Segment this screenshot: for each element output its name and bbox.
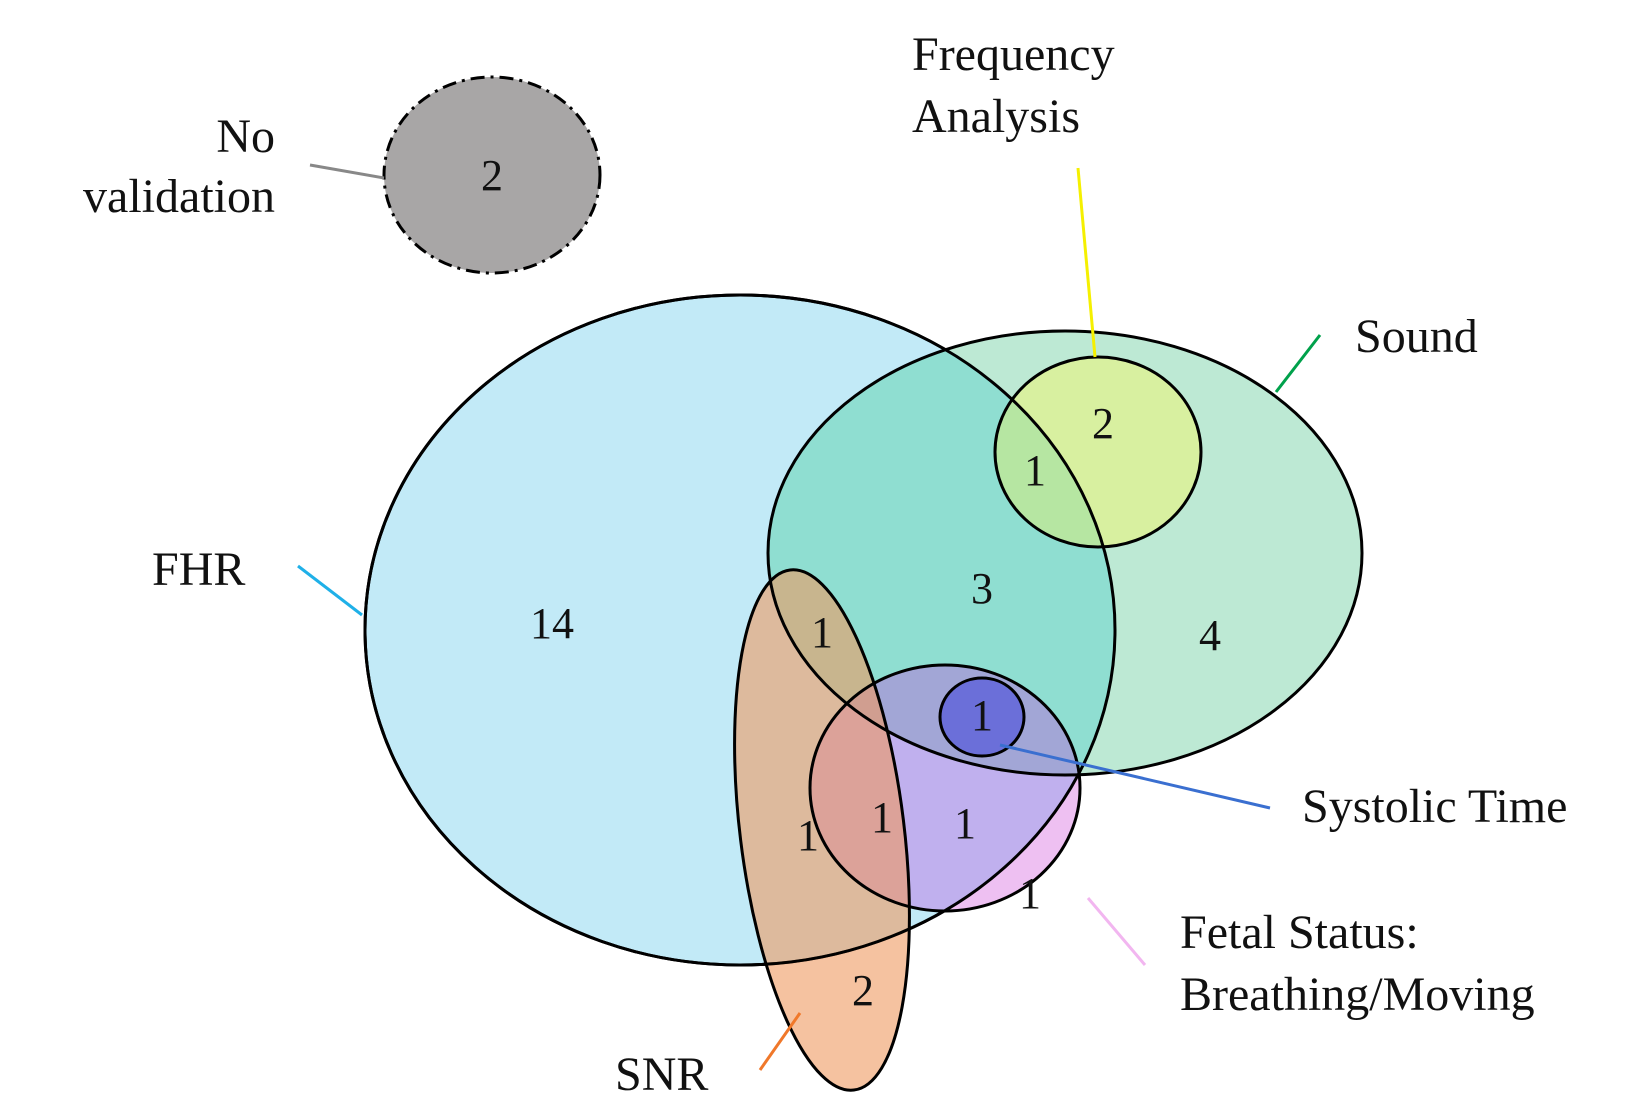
fhr-sound-overlap [768, 331, 1115, 775]
region-count-fhr-sound: 3 [971, 564, 993, 613]
region-count-fhr-snr-fetal: 1 [871, 793, 893, 842]
fhr-label: FHR [152, 543, 245, 596]
no-validation-label-line1: No [216, 110, 275, 163]
snr-leader [758, 1012, 802, 1071]
snr-label: SNR [615, 1048, 708, 1101]
systolic-leader [999, 743, 1271, 810]
region-count-fhr-snr-sound: 1 [811, 608, 833, 657]
frequency-label-line1: Frequency [912, 28, 1115, 81]
fhr-leader [297, 564, 363, 617]
region-count-fhr-fetal: 1 [954, 799, 976, 848]
region-count-sound-only: 4 [1199, 611, 1221, 660]
region-count-systolic: 1 [971, 691, 993, 740]
frequency-label-line2: Analysis [912, 90, 1080, 143]
region-count-snr-only: 2 [852, 966, 874, 1015]
fetal-leader [1086, 897, 1147, 966]
fhr-outline [363, 293, 1117, 967]
region-count-freq-only: 2 [1092, 399, 1114, 448]
snr-outline [733, 568, 911, 1092]
no-validation-label-line2: validation [83, 170, 275, 223]
region-count-fhr-only: 14 [530, 599, 574, 648]
fetal-outline [808, 663, 1082, 913]
sound-outline [766, 329, 1364, 777]
no-validation-leader [309, 163, 385, 180]
region-count-fhr-snr: 1 [797, 811, 819, 860]
fetal-status-label-line1: Fetal Status: [1180, 906, 1419, 959]
sound-label: Sound [1355, 310, 1478, 363]
region-count-fhr-sound-freq: 1 [1024, 446, 1046, 495]
frequency-leader [1076, 167, 1097, 358]
no-validation-circle [382, 75, 602, 275]
frequency-outline [993, 355, 1203, 549]
no-validation-set: No validation 2 [83, 75, 602, 275]
region-count-fetal-only: 1 [1019, 869, 1041, 918]
systolic-outline [938, 676, 1026, 758]
fetal-status-label-line2: Breathing/Moving [1180, 968, 1535, 1021]
systolic-time-set-fill [940, 678, 1024, 756]
no-validation-count: 2 [481, 151, 503, 200]
snr-set-fill [734, 569, 910, 1091]
sound-leader [1274, 334, 1322, 393]
systolic-time-label: Systolic Time [1302, 780, 1567, 833]
